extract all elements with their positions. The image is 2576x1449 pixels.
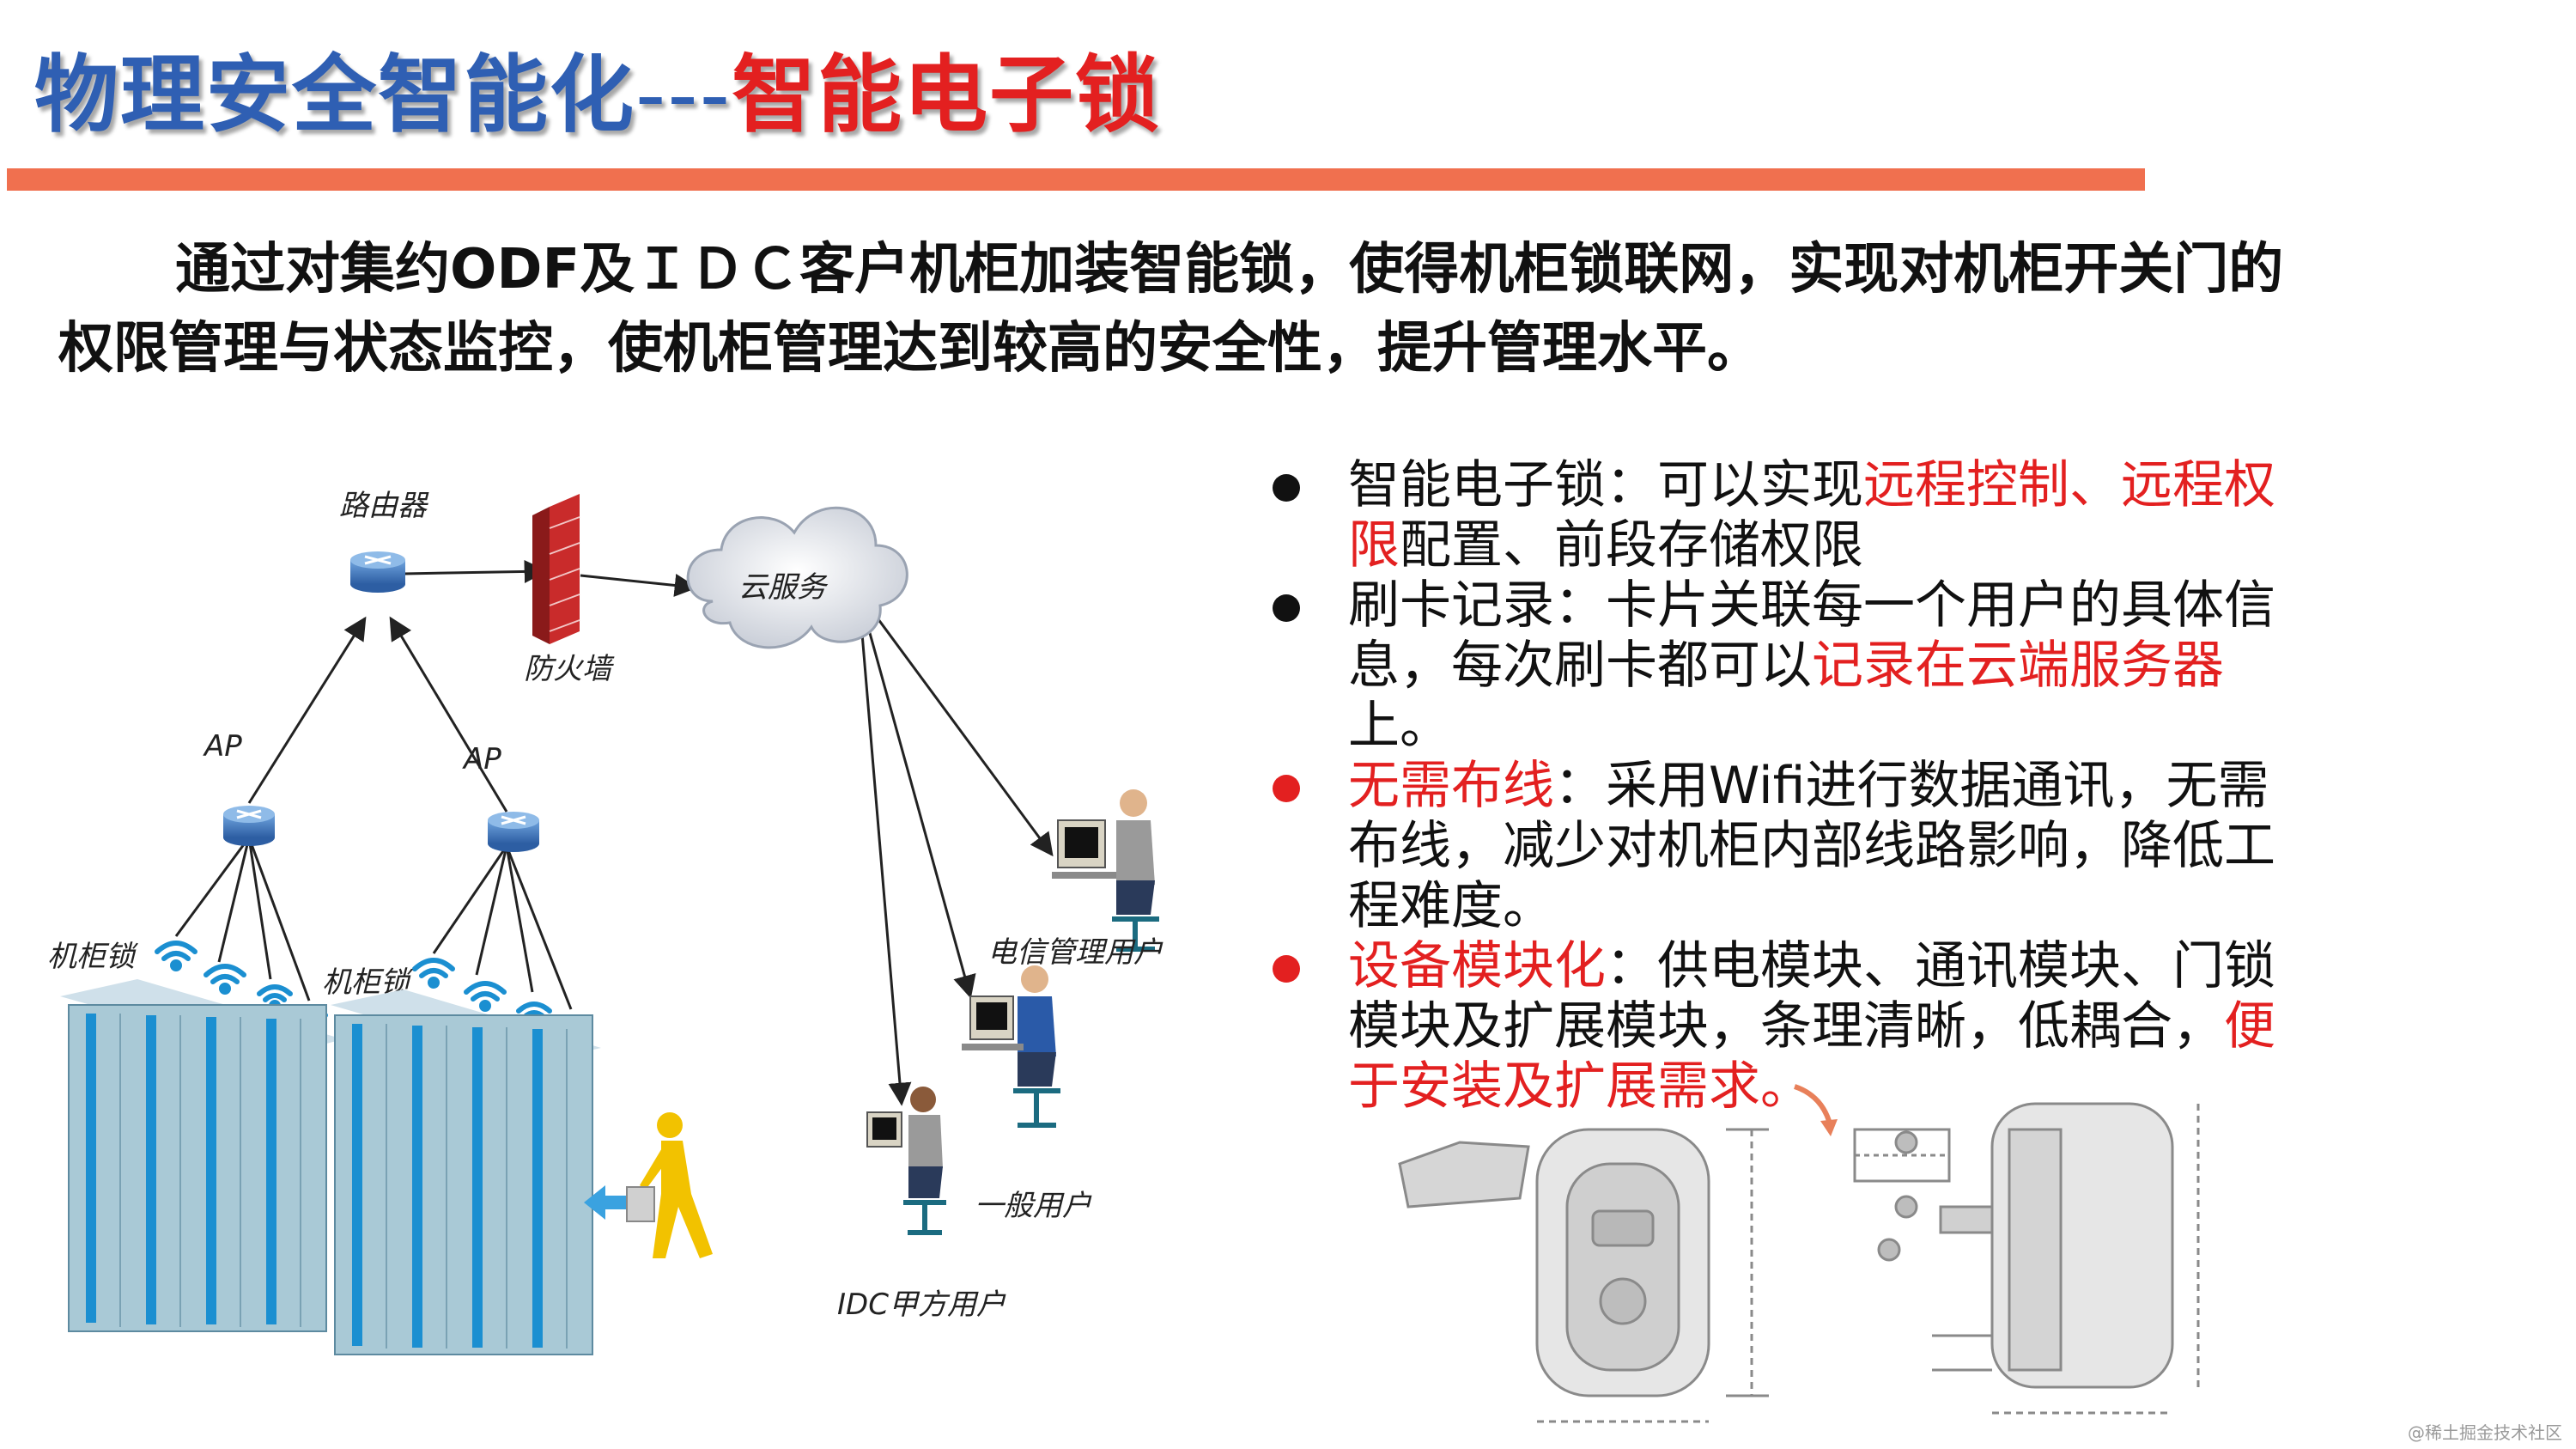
lock-side-view	[1853, 1102, 2200, 1415]
router-icon	[350, 551, 405, 593]
smart-lock-technical-drawing	[1398, 1084, 2200, 1423]
ap-label-1: AP	[203, 729, 242, 764]
person-with-briefcase-icon	[626, 1112, 713, 1258]
title-part2: 智能电子锁	[732, 46, 1162, 144]
highlight-text: 设备模块化	[1348, 936, 1606, 996]
ap-icon-1	[223, 806, 275, 846]
ap-icon-2	[488, 812, 539, 852]
general-user-label: 一般用户	[975, 1189, 1092, 1223]
bullet-text: 刷卡记录：卡片关联每一个用户的具体信息，每次刷卡都可以	[1348, 575, 2275, 696]
highlight-text: 无需布线	[1348, 756, 1554, 816]
bullet-item: 刷卡记录：卡片关联每一个用户的具体信息，每次刷卡都可以记录在云端服务器上。	[1262, 575, 2318, 756]
idc-client-user-icon	[866, 1087, 946, 1235]
page-title: 物理安全智能化---智能电子锁	[34, 53, 1161, 137]
router-label: 路由器	[339, 489, 429, 523]
bullet-text: ：采用Wifi进行数据通讯，无需布线，减少对机柜内部线路影响，降低工程难度。	[1348, 756, 2275, 936]
watermark: @稀土掘金技术社区	[2408, 1422, 2562, 1443]
bullet-text: ：供电模块、通讯模块、门锁模块及扩展模块，条理清晰，低耦合，	[1348, 936, 2275, 1056]
highlight-text: 记录在云端服务器	[1812, 636, 2224, 696]
bullet-item: 无需布线：采用Wifi进行数据通讯，无需布线，减少对机柜内部线路影响，降低工程难…	[1262, 756, 2318, 936]
title-part1: 物理安全智能化	[34, 46, 636, 144]
telecom-admin-user-label: 电信管理用户	[987, 935, 1163, 970]
bullet-dot-icon	[1273, 955, 1300, 983]
title-underline-bar	[7, 168, 2145, 191]
cloud-label: 云服务	[738, 570, 829, 605]
connection-lines	[174, 559, 1054, 1106]
cloud-icon	[686, 506, 908, 649]
bullet-item: 智能电子锁：可以实现远程控制、远程权限配置、前段存储权限	[1262, 455, 2318, 575]
bullet-item: 设备模块化：供电模块、通讯模块、门锁模块及扩展模块，条理清晰，低耦合，便于安装及…	[1262, 936, 2318, 1117]
redirect-arrow-icon	[1793, 1084, 1838, 1136]
bullet-text: 智能电子锁：可以实现	[1348, 455, 1863, 515]
network-diagram: 路由器 防火墙 云服务 AP AP	[47, 489, 1163, 1355]
bullet-dot-icon	[1273, 594, 1300, 622]
highlight-text: 便于安装及扩展需求。	[1348, 996, 2275, 1117]
title-separator: ---	[635, 46, 732, 144]
highlight-text: 远程控制、远程权限	[1348, 455, 2275, 575]
ap-label-2: AP	[462, 742, 501, 776]
bullet-text: 配置、前段存储权限	[1400, 515, 1863, 575]
firewall-label: 防火墙	[524, 652, 615, 686]
feature-bullet-list: 智能电子锁：可以实现远程控制、远程权限配置、前段存储权限刷卡记录：卡片关联每一个…	[1262, 455, 2318, 1117]
bullet-text: 上。	[1348, 696, 1451, 756]
general-user-icon	[962, 965, 1060, 1128]
telecom-admin-user-icon	[1052, 789, 1159, 952]
cabinet-lock-label-1: 机柜锁	[47, 940, 138, 974]
bullet-dot-icon	[1273, 775, 1300, 802]
idc-client-user-label: IDC甲方用户	[837, 1288, 1006, 1322]
bullet-dot-icon	[1273, 474, 1300, 502]
lock-front-view	[1398, 1128, 1769, 1423]
server-rack-2	[331, 989, 601, 1355]
intro-paragraph: 通过对集约ODF及ＩＤＣ客户机柜加装智能锁，使得机柜锁联网，实现对机柜开关门的权…	[58, 238, 2284, 381]
firewall-icon	[532, 494, 580, 644]
server-rack-1	[60, 979, 343, 1332]
access-arrow-icon	[584, 1185, 635, 1220]
